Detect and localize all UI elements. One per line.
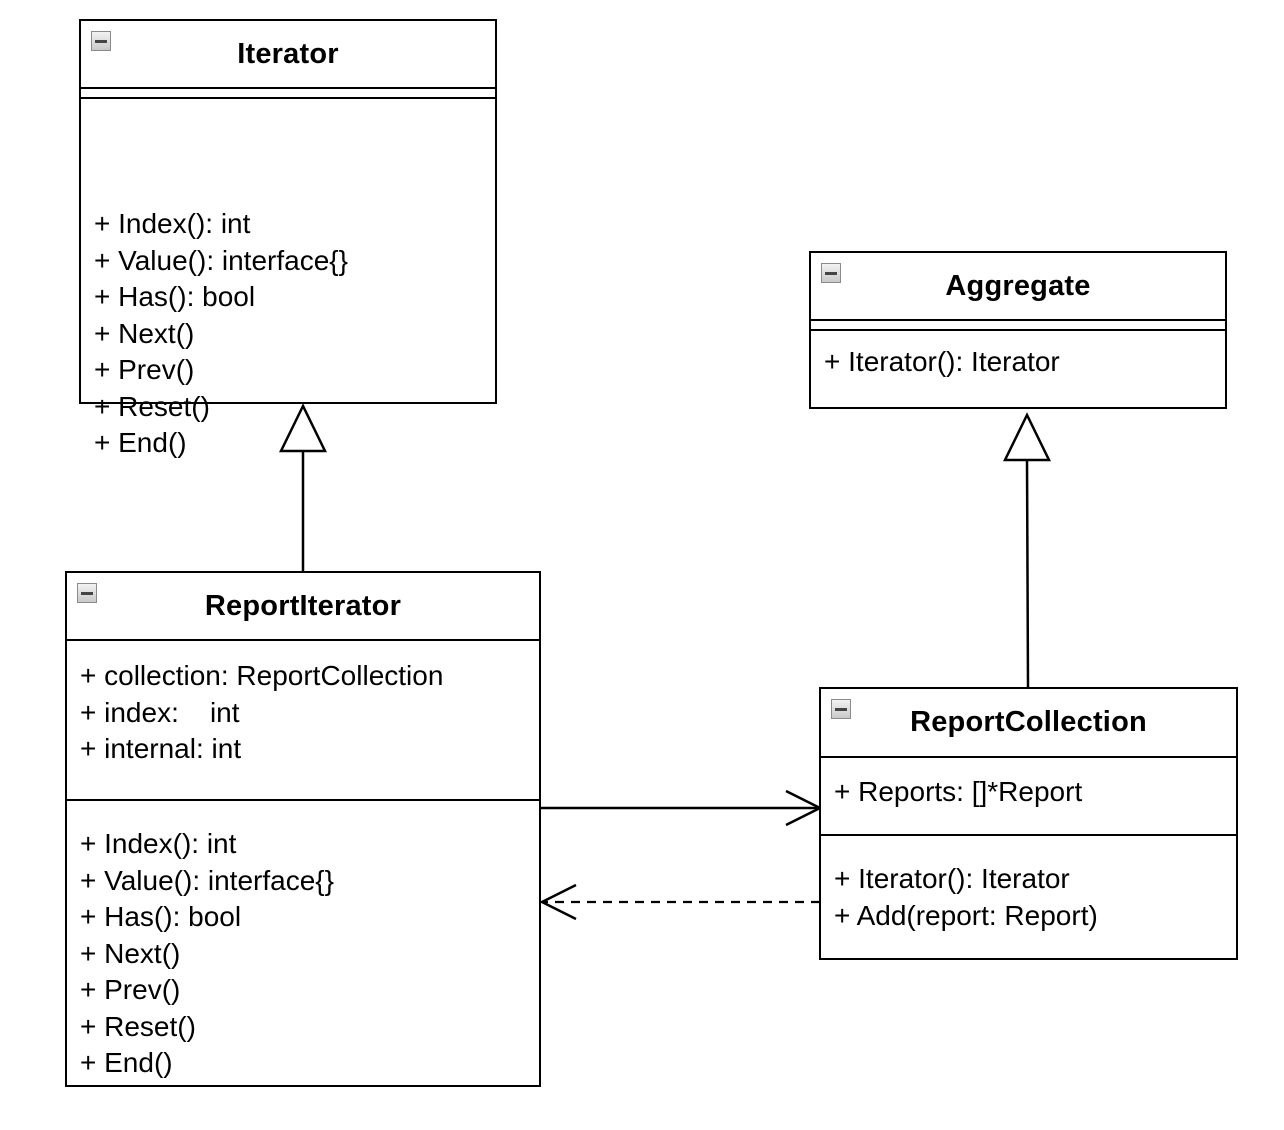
- method: + Iterator(): Iterator: [824, 346, 1060, 377]
- attributes-section: + collection: ReportCollection + index: …: [67, 641, 539, 801]
- collapse-icon[interactable]: [91, 31, 111, 51]
- class-header: ReportIterator: [67, 573, 539, 641]
- class-aggregate[interactable]: Aggregate + Iterator(): Iterator: [809, 251, 1227, 409]
- dependency-reportcollection-to-reportiterator[interactable]: [539, 883, 820, 921]
- attributes-section: + Reports: []*Report: [821, 758, 1236, 836]
- attribute: + index: int: [80, 696, 240, 728]
- generalization-reportiterator-to-iterator[interactable]: [278, 403, 328, 572]
- class-name: ReportCollection: [910, 706, 1147, 738]
- class-header: ReportCollection: [821, 689, 1236, 758]
- collapse-icon[interactable]: [831, 699, 851, 719]
- attribute: + collection: ReportCollection: [80, 660, 444, 691]
- attribute: + internal: int: [80, 733, 242, 764]
- method: + Add(report: Report): [834, 899, 1098, 931]
- attributes-section: [81, 89, 495, 99]
- collapse-icon[interactable]: [77, 583, 97, 603]
- methods-section: + Iterator(): Iterator: [811, 331, 1225, 381]
- method: + Prev(): [94, 354, 195, 385]
- method: + Reset(): [94, 390, 210, 422]
- class-report-collection[interactable]: ReportCollection + Reports: []*Report + …: [819, 687, 1238, 960]
- class-header: Aggregate: [811, 253, 1225, 321]
- method: + Next(): [80, 937, 181, 969]
- class-name: Iterator: [237, 37, 339, 70]
- method: + Reset(): [80, 1010, 196, 1042]
- method: + Iterator(): Iterator: [834, 863, 1070, 894]
- method: + Has(): bool: [80, 901, 242, 932]
- method: + Index(): int: [94, 208, 251, 239]
- method: + Value(): interface{}: [80, 864, 334, 896]
- methods-section: + Iterator(): Iterator + Add(report: Rep…: [821, 836, 1236, 934]
- method: + Prev(): [80, 974, 181, 1005]
- method: + Next(): [94, 317, 195, 349]
- association-reportiterator-to-reportcollection[interactable]: [541, 789, 823, 827]
- collapse-icon[interactable]: [821, 263, 841, 283]
- generalization-reportcollection-to-aggregate[interactable]: [1002, 412, 1052, 689]
- method: + Has(): bool: [94, 281, 256, 312]
- methods-section: + Index(): int + Value(): interface{} + …: [67, 801, 539, 1082]
- method: + End(): [94, 427, 187, 458]
- attribute: + Reports: []*Report: [834, 776, 1083, 807]
- methods-section: + Index(): int + Value(): interface{} + …: [81, 99, 495, 462]
- method: + Index(): int: [80, 828, 237, 859]
- class-name: Aggregate: [945, 269, 1091, 302]
- class-header: Iterator: [81, 21, 495, 89]
- class-iterator[interactable]: Iterator + Index(): int + Value(): inter…: [79, 19, 497, 458]
- attributes-section: [811, 321, 1225, 331]
- class-name: ReportIterator: [204, 589, 402, 622]
- method: + End(): [80, 1047, 173, 1078]
- method: + Value(): interface{}: [94, 244, 348, 276]
- class-report-iterator[interactable]: ReportIterator + collection: ReportColle…: [65, 571, 541, 1087]
